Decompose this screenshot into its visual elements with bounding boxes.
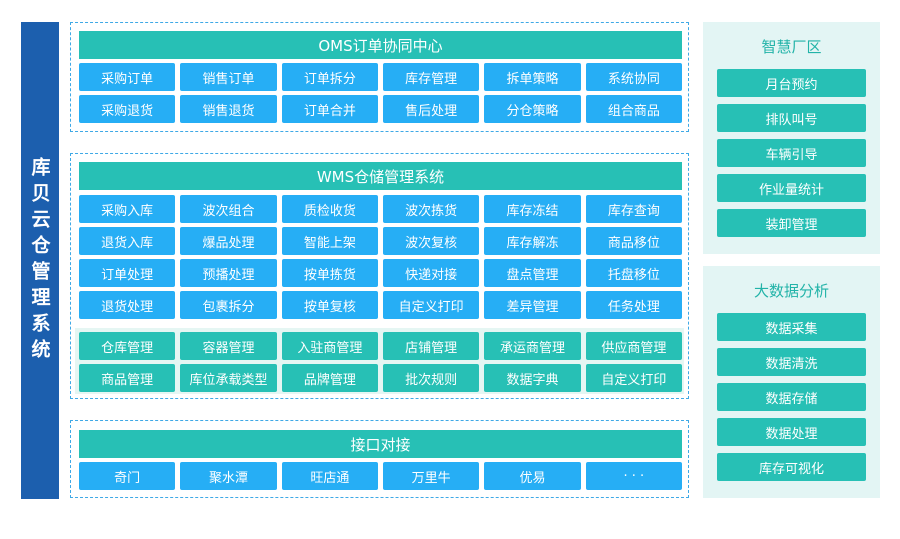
wms-module[interactable]: 差异管理 [484, 291, 581, 319]
smart-park-item[interactable]: 月台预约 [717, 69, 866, 97]
wms-base-module[interactable]: 入驻商管理 [281, 332, 378, 360]
wms-module[interactable]: 爆品处理 [180, 227, 277, 255]
big-data-title: 大数据分析 [753, 282, 829, 300]
oms-module[interactable]: 售后处理 [383, 95, 480, 123]
wms-base-module[interactable]: 仓库管理 [79, 332, 176, 360]
smart-park-panel: 智慧厂区 月台预约 排队叫号 车辆引导 作业量统计 装卸管理 [703, 22, 880, 254]
oms-module[interactable]: 采购订单 [79, 63, 176, 91]
wms-module[interactable]: 波次组合 [180, 195, 277, 223]
oms-module[interactable]: 组合商品 [585, 95, 682, 123]
wms-module[interactable]: 退货入库 [79, 227, 176, 255]
wms-base-band [75, 328, 684, 394]
system-title-bar: 库贝云仓管理系统 [21, 22, 59, 499]
oms-module[interactable]: 订单合并 [281, 95, 378, 123]
oms-module[interactable]: 订单拆分 [281, 63, 378, 91]
wms-module[interactable]: 预播处理 [180, 259, 277, 287]
smart-park-item[interactable]: 排队叫号 [717, 104, 866, 132]
wms-module[interactable]: 商品移位 [585, 227, 682, 255]
big-data-item[interactable]: 数据存储 [717, 383, 866, 411]
api-module[interactable]: 聚水潭 [180, 462, 277, 490]
wms-base-module[interactable]: 自定义打印 [585, 364, 682, 392]
oms-module[interactable]: 分仓策略 [484, 95, 581, 123]
wms-module[interactable]: 波次复核 [383, 227, 480, 255]
wms-module[interactable]: 质检收货 [281, 195, 378, 223]
api-module[interactable]: 万里牛 [383, 462, 480, 490]
wms-module[interactable]: 库存解冻 [484, 227, 581, 255]
api-module-grid: 奇门 聚水潭 旺店通 万里牛 优易 · · · [79, 462, 682, 490]
smart-park-item[interactable]: 装卸管理 [717, 209, 866, 237]
wms-title: WMS仓储管理系统 [79, 162, 682, 190]
oms-module[interactable]: 销售退货 [180, 95, 277, 123]
wms-module[interactable]: 盘点管理 [484, 259, 581, 287]
oms-title: OMS订单协同中心 [79, 31, 682, 59]
wms-module[interactable]: 托盘移位 [585, 259, 682, 287]
wms-module[interactable]: 波次拣货 [383, 195, 480, 223]
wms-module[interactable]: 订单处理 [79, 259, 176, 287]
big-data-item[interactable]: 数据处理 [717, 418, 866, 446]
wms-base-grid: 仓库管理 容器管理 入驻商管理 店铺管理 承运商管理 供应商管理 商品管理 库位… [79, 332, 682, 392]
big-data-panel: 大数据分析 数据采集 数据清洗 数据存储 数据处理 库存可视化 [703, 266, 880, 498]
system-title: 库贝云仓管理系统 [28, 156, 51, 365]
smart-park-title: 智慧厂区 [761, 38, 822, 56]
big-data-item[interactable]: 库存可视化 [717, 453, 866, 481]
wms-base-module[interactable]: 批次规则 [383, 364, 480, 392]
wms-base-module[interactable]: 品牌管理 [281, 364, 378, 392]
wms-module[interactable]: 库存查询 [585, 195, 682, 223]
wms-base-module[interactable]: 库位承载类型 [180, 364, 277, 392]
oms-module-grid: 采购订单 销售订单 订单拆分 库存管理 拆单策略 系统协同 采购退货 销售退货 … [79, 63, 682, 123]
api-module[interactable]: 奇门 [79, 462, 176, 490]
wms-base-module[interactable]: 数据字典 [484, 364, 581, 392]
smart-park-item[interactable]: 作业量统计 [717, 174, 866, 202]
oms-module[interactable]: 库存管理 [383, 63, 480, 91]
smart-park-list: 月台预约 排队叫号 车辆引导 作业量统计 装卸管理 [717, 69, 866, 237]
big-data-item[interactable]: 数据采集 [717, 313, 866, 341]
api-module-more[interactable]: · · · [585, 462, 682, 490]
wms-module[interactable]: 自定义打印 [383, 291, 480, 319]
oms-module[interactable]: 销售订单 [180, 63, 277, 91]
wms-module[interactable]: 退货处理 [79, 291, 176, 319]
wms-module[interactable]: 快递对接 [383, 259, 480, 287]
api-group: 接口对接 奇门 聚水潭 旺店通 万里牛 优易 · · · [70, 420, 689, 498]
wms-base-module[interactable]: 商品管理 [79, 364, 176, 392]
big-data-item[interactable]: 数据清洗 [717, 348, 866, 376]
wms-base-module[interactable]: 供应商管理 [585, 332, 682, 360]
api-module[interactable]: 旺店通 [281, 462, 378, 490]
wms-base-module[interactable]: 店铺管理 [383, 332, 480, 360]
wms-base-module[interactable]: 承运商管理 [484, 332, 581, 360]
big-data-list: 数据采集 数据清洗 数据存储 数据处理 库存可视化 [717, 313, 866, 481]
wms-module[interactable]: 智能上架 [281, 227, 378, 255]
wms-module[interactable]: 按单复核 [281, 291, 378, 319]
wms-module[interactable]: 任务处理 [585, 291, 682, 319]
wms-module[interactable]: 包裹拆分 [180, 291, 277, 319]
wms-module-grid: 采购入库 波次组合 质检收货 波次拣货 库存冻结 库存查询 退货入库 爆品处理 … [79, 195, 682, 319]
oms-module[interactable]: 拆单策略 [484, 63, 581, 91]
wms-module[interactable]: 按单拣货 [281, 259, 378, 287]
oms-module[interactable]: 系统协同 [585, 63, 682, 91]
wms-base-module[interactable]: 容器管理 [180, 332, 277, 360]
wms-module[interactable]: 采购入库 [79, 195, 176, 223]
oms-module[interactable]: 采购退货 [79, 95, 176, 123]
wms-module[interactable]: 库存冻结 [484, 195, 581, 223]
oms-group: OMS订单协同中心 采购订单 销售订单 订单拆分 库存管理 拆单策略 系统协同 … [70, 22, 689, 132]
api-module[interactable]: 优易 [484, 462, 581, 490]
api-title: 接口对接 [79, 430, 682, 458]
smart-park-item[interactable]: 车辆引导 [717, 139, 866, 167]
wms-group: WMS仓储管理系统 采购入库 波次组合 质检收货 波次拣货 库存冻结 库存查询 … [70, 153, 689, 399]
